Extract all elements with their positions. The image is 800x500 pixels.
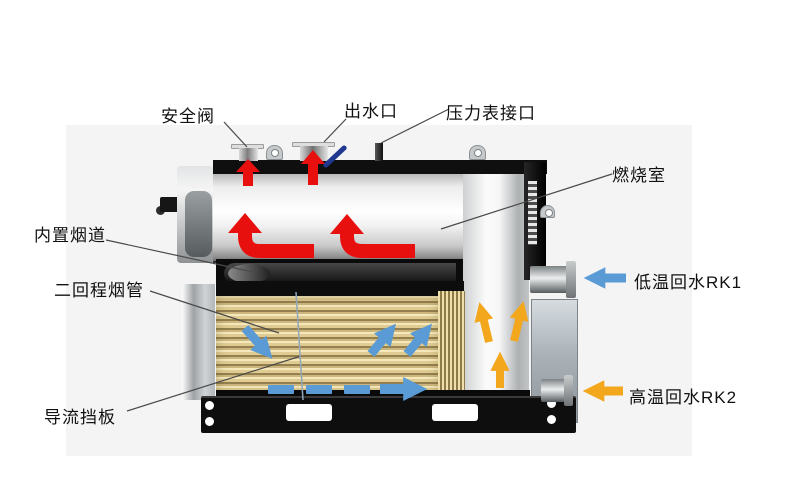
- return-pipe-rk2-flange: [564, 375, 573, 406]
- weld-seam-strip: [528, 181, 537, 245]
- safety-valve-nozzle: [239, 148, 258, 161]
- base-hole: [205, 417, 214, 426]
- lifting-lug: [469, 145, 486, 160]
- base-hole: [547, 415, 556, 424]
- left-support-bracket: [182, 284, 215, 400]
- built-in-flue-tube: [224, 263, 456, 284]
- base-cutout: [286, 404, 332, 421]
- return-pipe-rk1-flange: [566, 261, 576, 298]
- label-pressure-gauge-port: 压力表接口: [446, 104, 536, 123]
- label-flow-baffle: 导流挡板: [44, 408, 116, 427]
- label-water-outlet: 出水口: [344, 102, 398, 121]
- label-high-temp-return-rk2: 高温回水RK2: [629, 388, 738, 407]
- lifting-lug: [540, 205, 555, 218]
- label-built-in-flue: 内置烟道: [34, 226, 106, 245]
- return-pipe-rk1: [530, 266, 571, 293]
- base-hole: [547, 399, 556, 408]
- base-hole: [205, 401, 214, 410]
- tube-box-bottom-band: [216, 390, 530, 398]
- label-second-pass-tubes: 二回程烟管: [54, 281, 144, 300]
- label-low-temp-return-rk1: 低温回水RK1: [634, 273, 743, 292]
- water-outlet-nozzle: [300, 146, 328, 161]
- label-safety-valve: 安全阀: [161, 107, 215, 126]
- lifting-lug: [266, 145, 283, 160]
- base-frame: [201, 396, 576, 433]
- top-rail: [213, 160, 547, 174]
- second-pass-tube-bundle: [216, 296, 440, 395]
- drum-end-cylinder: [185, 191, 212, 257]
- label-combustion-chamber: 燃烧室: [612, 166, 666, 185]
- pressure-gauge-nipple: [375, 143, 383, 161]
- tube-sheet: [438, 291, 465, 395]
- base-cutout: [432, 404, 478, 421]
- rear-smoke-duct: [463, 172, 529, 397]
